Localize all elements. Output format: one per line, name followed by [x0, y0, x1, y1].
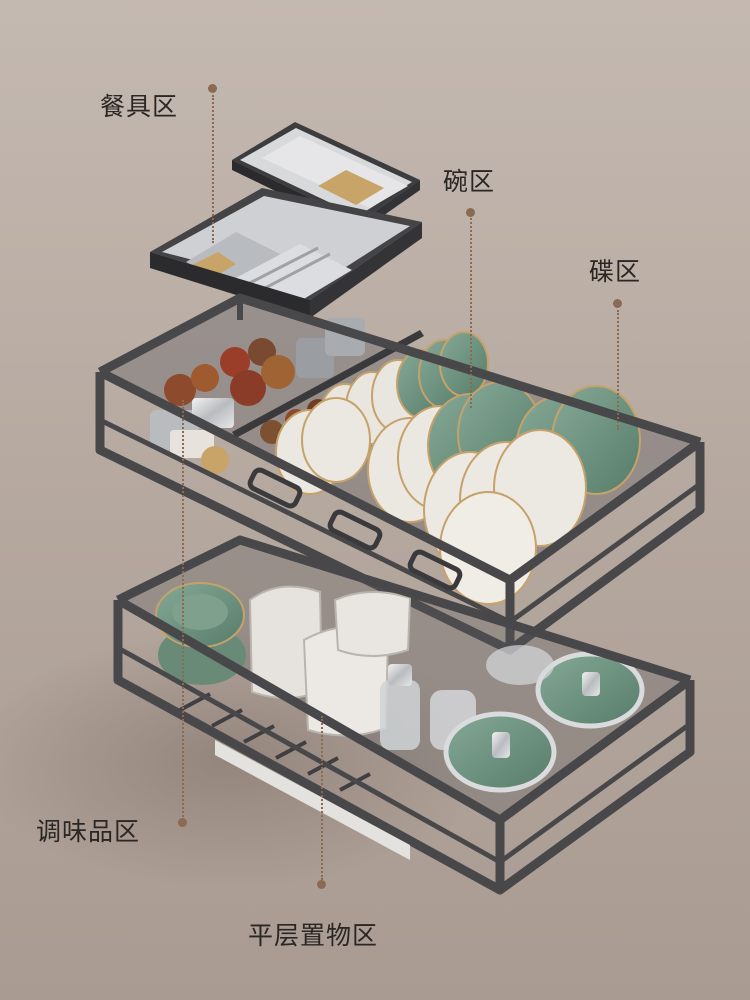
lower-basket-frame: [113, 535, 695, 895]
leader-line-cutlery: [212, 95, 214, 243]
bowl-stack: [275, 331, 489, 495]
leader-dot-seasoning: [178, 818, 187, 827]
leader-dot-cutlery: [208, 84, 217, 93]
leader-line-plate: [617, 310, 619, 430]
lower-basket: [113, 535, 695, 895]
leader-line-bowl: [470, 218, 472, 408]
leader-line-flat: [321, 716, 323, 880]
label-plate-zone: 碟区: [589, 257, 642, 286]
upper-basket: [95, 293, 705, 655]
pot-lids: [443, 645, 645, 793]
mugs: [248, 585, 412, 737]
cutlery-tray-lower: [150, 188, 422, 318]
label-seasoning-zone: 调味品区: [36, 817, 141, 846]
leader-dot-bowl: [466, 208, 475, 217]
leader-line-seasoning: [182, 400, 184, 820]
upper-basket-frame: [95, 293, 705, 655]
leader-dot-flat: [317, 880, 326, 889]
label-bowl-zone: 碗区: [443, 167, 496, 196]
label-cutlery-zone: 餐具区: [100, 92, 179, 121]
leader-dot-plate: [613, 299, 622, 308]
label-flat-storage-zone: 平层置物区: [248, 921, 379, 950]
mount-rail: [215, 740, 410, 860]
upper-basket-handles: [247, 467, 463, 591]
